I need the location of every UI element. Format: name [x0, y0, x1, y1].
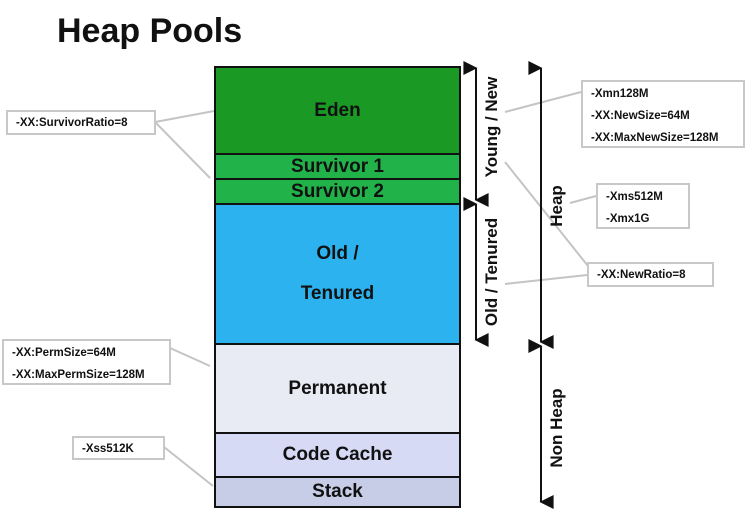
pool-survivor-1: Survivor 1	[216, 155, 459, 180]
leader-perm-options	[169, 347, 211, 367]
option-xms: -Xms512M	[606, 191, 663, 203]
pool-old-tenured: Old / Tenured	[216, 205, 459, 345]
option-perm-size: -XX:PermSize=64M	[12, 347, 116, 359]
option-box-young: -Xmn128M -XX:NewSize=64M -XX:MaxNewSize=…	[581, 80, 745, 148]
option-xmx: -Xmx1G	[606, 213, 650, 225]
option-box-perm: -XX:PermSize=64M -XX:MaxPermSize=128M	[2, 339, 171, 385]
region-label-old: Old / Tenured	[482, 217, 501, 327]
pool-survivor-2: Survivor 2	[216, 180, 459, 205]
option-survivor-ratio: -XX:SurvivorRatio=8	[16, 117, 128, 129]
pool-eden-label: Eden	[314, 99, 361, 121]
pool-code-cache: Code Cache	[216, 434, 459, 478]
option-xmn: -Xmn128M	[591, 88, 649, 100]
option-box-heap: -Xms512M -Xmx1G	[596, 183, 690, 229]
option-new-size: -XX:NewSize=64M	[591, 110, 690, 122]
leader-survivor-ratio-eden	[154, 110, 215, 123]
pool-old-label-line1: Old /	[316, 243, 359, 264]
pool-survivor-2-label: Survivor 2	[291, 180, 384, 202]
option-xss: -Xss512K	[82, 443, 134, 455]
memory-pool-stack: Eden Survivor 1 Survivor 2 Old / Tenured…	[214, 66, 461, 508]
option-box-new-ratio: -XX:NewRatio=8	[587, 262, 714, 287]
region-label-young: Young / New	[482, 76, 501, 178]
option-max-perm-size: -XX:MaxPermSize=128M	[12, 369, 145, 381]
pool-permanent: Permanent	[216, 345, 459, 434]
region-label-heap: Heap	[547, 185, 566, 227]
option-new-ratio: -XX:NewRatio=8	[597, 269, 686, 281]
leader-old-newratio	[504, 274, 588, 285]
pool-permanent-label: Permanent	[288, 377, 387, 399]
leader-stack-option	[163, 446, 214, 487]
option-box-survivor-ratio: -XX:SurvivorRatio=8	[6, 110, 156, 135]
region-label-non-heap: Non Heap	[547, 388, 566, 468]
leader-young-options	[504, 91, 582, 113]
pool-survivor-1-label: Survivor 1	[291, 155, 384, 177]
leader-survivor-ratio-survivor	[154, 121, 211, 179]
pool-old-label-line2: Tenured	[300, 283, 375, 304]
option-max-new-size: -XX:MaxNewSize=128M	[591, 132, 719, 144]
pool-stack: Stack	[216, 478, 459, 506]
leader-heap-options	[569, 195, 597, 204]
pool-code-cache-label: Code Cache	[282, 444, 393, 465]
option-box-stack: -Xss512K	[72, 436, 165, 460]
diagram-title: Heap Pools	[57, 12, 243, 50]
pool-stack-label: Stack	[312, 481, 363, 502]
pool-eden: Eden	[216, 68, 459, 155]
